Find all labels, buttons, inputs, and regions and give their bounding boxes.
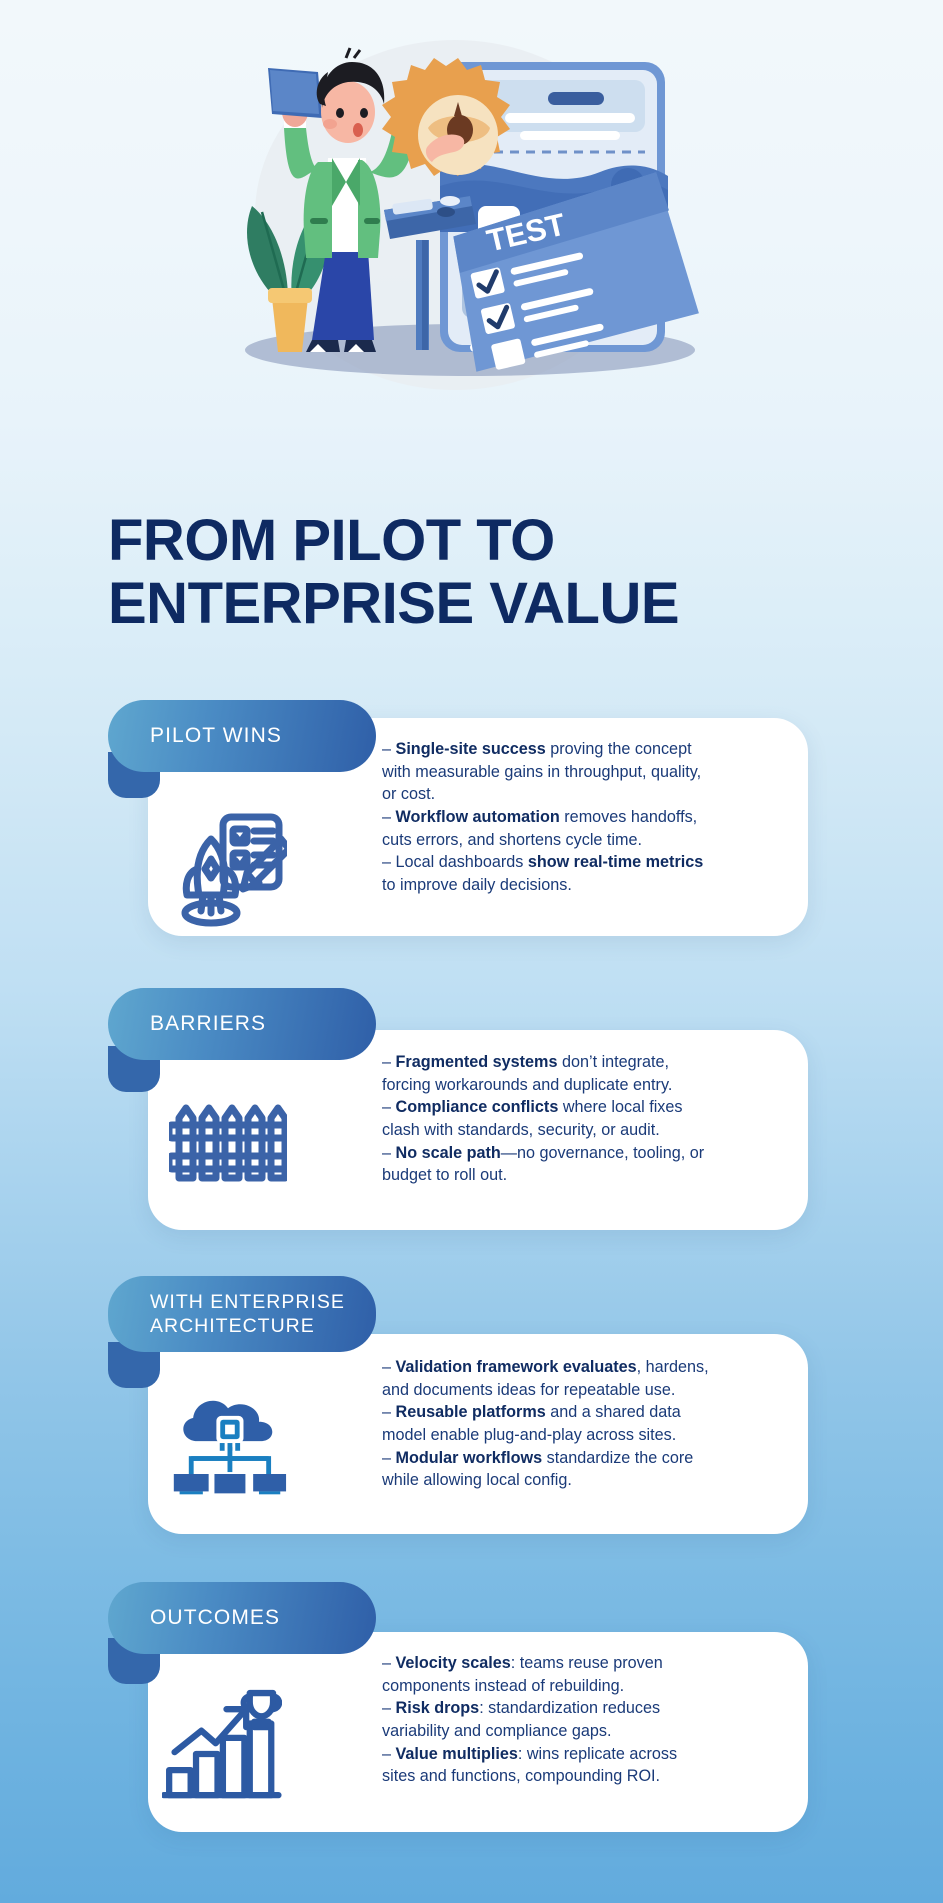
card-body-text: – Validation framework evaluates, harden… (382, 1356, 712, 1492)
title-line-2: ENTERPRISE VALUE (108, 570, 680, 636)
pill-label: OUTCOMES (150, 1605, 281, 1629)
bullet-3: – Modular workflows standardize the core… (382, 1448, 698, 1490)
bullet-3: – Local dashboards show real-time metric… (382, 853, 708, 895)
growth-chart-trophy-icon (162, 1680, 282, 1810)
bullet-2: – Reusable platforms and a shared data m… (382, 1403, 686, 1445)
content-card (148, 1030, 808, 1230)
pill-label: BARRIERS (150, 1011, 267, 1035)
page-title: FROM PILOT TO ENTERPRISE VALUE (108, 508, 808, 636)
card-body-text: – Single-site success proving the concep… (382, 738, 712, 897)
bullet-2: – Compliance conflicts where local fixes… (382, 1098, 687, 1140)
fence-icon (168, 1078, 288, 1198)
section-with-enterprise-architecture: WITH ENTERPRISE ARCHITECTURE (0, 1276, 943, 1544)
sections-list: PILOT WINS (0, 700, 943, 1870)
bullet-1: – Single-site success proving the concep… (382, 740, 706, 804)
section-pilot-wins: PILOT WINS (0, 700, 943, 950)
bullet-1: – Velocity scales: teams reuse proven co… (382, 1654, 668, 1695)
bullet-1: – Validation framework evaluates, harden… (382, 1358, 714, 1399)
section-pill-with-enterprise-architecture[interactable]: WITH ENTERPRISE ARCHITECTURE (108, 1276, 376, 1352)
section-pill-outcomes[interactable]: OUTCOMES (108, 1582, 376, 1654)
section-pill-pilot-wins[interactable]: PILOT WINS (108, 700, 376, 772)
content-card (148, 1632, 808, 1832)
section-outcomes: OUTCOMES (0, 1582, 943, 1832)
bullet-1: – Fragmented systems don’t integrate, fo… (382, 1053, 674, 1094)
cloud-network-icon (168, 1384, 288, 1504)
card-body-text: – Fragmented systems don’t integrate, fo… (382, 1051, 712, 1187)
bullet-3: – No scale path—no governance, tooling, … (382, 1143, 709, 1185)
card-body-text: – Velocity scales: teams reuse proven co… (382, 1652, 712, 1788)
bullet-3: – Value multiplies: wins replicate acros… (382, 1744, 682, 1786)
title-line-1: FROM PILOT TO (108, 508, 555, 573)
pill-label: PILOT WINS (150, 723, 282, 747)
hero-illustration: TEST (0, 0, 943, 420)
section-pill-barriers[interactable]: BARRIERS (108, 988, 376, 1060)
bullet-2: – Workflow automation removes handoffs, … (382, 808, 702, 849)
bullet-2: – Risk drops: standardization reduces va… (382, 1699, 665, 1741)
pill-label: WITH ENTERPRISE ARCHITECTURE (150, 1290, 345, 1337)
section-barriers: BARRIERS – Fragmented systems don’t inte… (0, 988, 943, 1238)
rocket-checklist-icon (168, 808, 288, 928)
